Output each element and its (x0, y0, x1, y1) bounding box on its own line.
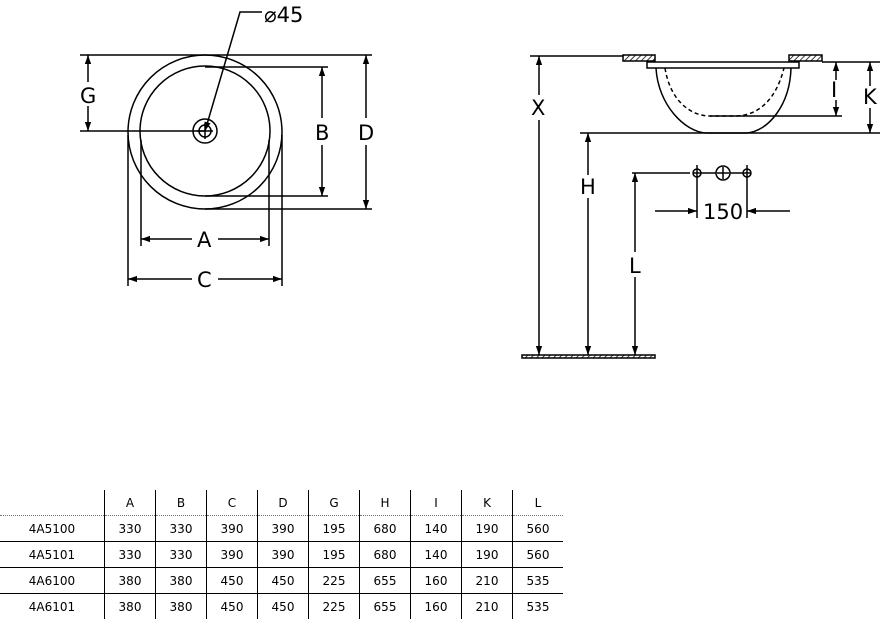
top-view-labels: ⌀45 G B D A C (80, 3, 374, 292)
top-view (80, 12, 372, 286)
value-cell: 680 (360, 516, 411, 542)
value-cell: 190 (462, 516, 513, 542)
value-cell: 225 (309, 594, 360, 619)
dim-g-label: G (80, 84, 96, 108)
dim-l-label: L (629, 254, 641, 278)
value-cell: 380 (105, 568, 156, 594)
value-cell: 210 (462, 568, 513, 594)
value-cell: 160 (411, 594, 462, 619)
value-cell: 140 (411, 542, 462, 568)
value-cell: 655 (360, 568, 411, 594)
value-cell: 450 (207, 594, 258, 619)
basin-rim (647, 62, 799, 68)
dim-x-label: X (531, 96, 545, 120)
header-cell: G (309, 490, 360, 516)
side-view-labels: X H L I K 150 (531, 78, 878, 278)
floor (522, 355, 655, 358)
model-cell: 4A5101 (0, 542, 105, 568)
value-cell: 450 (258, 568, 309, 594)
value-cell: 195 (309, 542, 360, 568)
header-cell: C (207, 490, 258, 516)
value-cell: 380 (156, 594, 207, 619)
dim-a-label: A (197, 228, 212, 252)
value-cell: 390 (258, 516, 309, 542)
model-cell: 4A6101 (0, 594, 105, 619)
value-cell: 535 (513, 568, 564, 594)
value-cell: 535 (513, 594, 564, 619)
header-cell: I (411, 490, 462, 516)
side-view (522, 55, 880, 358)
dim-d-label: D (358, 121, 374, 145)
value-cell: 380 (105, 594, 156, 619)
model-cell: 4A5100 (0, 516, 105, 542)
value-cell: 380 (156, 568, 207, 594)
value-cell: 330 (105, 516, 156, 542)
header-cell: H (360, 490, 411, 516)
model-cell: 4A6100 (0, 568, 105, 594)
dim-c-label: C (197, 268, 212, 292)
value-cell: 330 (156, 516, 207, 542)
header-cell: B (156, 490, 207, 516)
value-cell: 680 (360, 542, 411, 568)
countertop-right (789, 55, 822, 61)
tap-spacing-label: 150 (703, 200, 743, 224)
header-cell: K (462, 490, 513, 516)
value-cell: 160 (411, 568, 462, 594)
header-cell: L (513, 490, 564, 516)
table-header-row: A B C D G H I K L (0, 490, 563, 516)
value-cell: 140 (411, 516, 462, 542)
value-cell: 390 (207, 542, 258, 568)
dim-i-label: I (831, 78, 837, 102)
dim-b-label: B (315, 121, 329, 145)
value-cell: 560 (513, 542, 564, 568)
countertop-left (623, 55, 655, 61)
value-cell: 190 (462, 542, 513, 568)
value-cell: 195 (309, 516, 360, 542)
hole-diameter-label: ⌀45 (264, 3, 303, 27)
header-cell (0, 490, 105, 516)
value-cell: 450 (207, 568, 258, 594)
value-cell: 225 (309, 568, 360, 594)
value-cell: 450 (258, 594, 309, 619)
dim-h-label: H (580, 175, 596, 199)
value-cell: 330 (105, 542, 156, 568)
value-cell: 330 (156, 542, 207, 568)
header-cell: A (105, 490, 156, 516)
value-cell: 210 (462, 594, 513, 619)
value-cell: 655 (360, 594, 411, 619)
header-cell: D (258, 490, 309, 516)
value-cell: 390 (258, 542, 309, 568)
value-cell: 390 (207, 516, 258, 542)
basin-bowl (656, 68, 791, 133)
value-cell: 560 (513, 516, 564, 542)
dim-k-label: K (863, 85, 878, 109)
